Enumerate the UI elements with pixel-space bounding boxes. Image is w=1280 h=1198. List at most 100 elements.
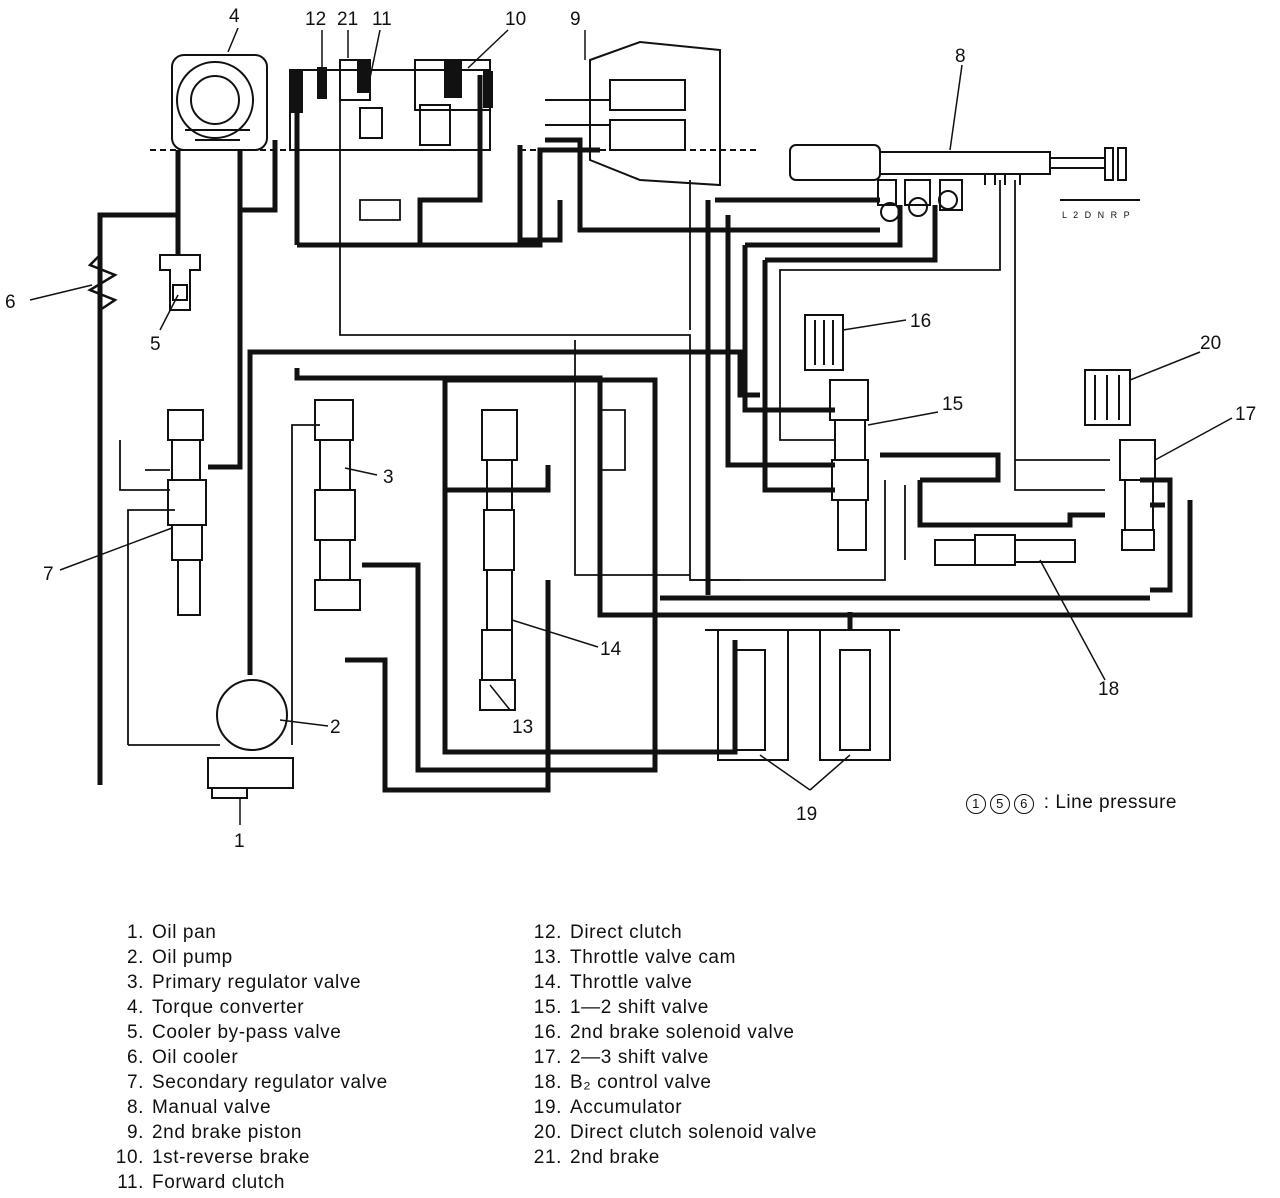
2nd-brake-solenoid-valve bbox=[804, 314, 844, 371]
legend-label: Primary regulator valve bbox=[152, 972, 362, 993]
legend-label: Oil cooler bbox=[152, 1047, 239, 1068]
legend-item: 19. Accumulator bbox=[524, 1095, 817, 1120]
clutch-pack bbox=[289, 59, 493, 151]
2-3-shift-valve bbox=[1119, 439, 1156, 551]
callout-15: 15 bbox=[942, 394, 963, 415]
legend-label: 2nd brake piston bbox=[152, 1122, 303, 1143]
callout-21: 21 bbox=[337, 9, 358, 30]
secondary-lines bbox=[119, 80, 1110, 746]
legend-number: 2. bbox=[126, 947, 144, 968]
legend-number: 17. bbox=[533, 1047, 562, 1068]
legend-item: 16. 2nd brake solenoid valve bbox=[524, 1020, 817, 1045]
legend-item: 12. Direct clutch bbox=[524, 920, 817, 945]
legend-number: 21. bbox=[533, 1147, 562, 1168]
legend-number: 15. bbox=[533, 997, 562, 1018]
callout-20: 20 bbox=[1200, 333, 1221, 354]
oil-pan bbox=[207, 757, 294, 799]
legend-item: 11.Forward clutch bbox=[106, 1170, 388, 1195]
legend-item: 13. Throttle valve cam bbox=[524, 945, 817, 970]
line-pressure-lines bbox=[97, 75, 1193, 793]
legend-number: 18. bbox=[533, 1072, 562, 1093]
legend-item: 21. 2nd brake bbox=[524, 1145, 817, 1170]
legend-label: 2nd brake bbox=[570, 1147, 660, 1168]
callout-16: 16 bbox=[910, 311, 931, 332]
legend-number: 5. bbox=[126, 1022, 144, 1043]
legend-number: 12. bbox=[533, 922, 562, 943]
legend-label: Secondary regulator valve bbox=[152, 1072, 388, 1093]
legend-number: 19. bbox=[533, 1097, 562, 1118]
legend-item: 20.Direct clutch solenoid valve bbox=[524, 1120, 817, 1145]
accumulators bbox=[705, 629, 900, 761]
oil-pump bbox=[216, 679, 288, 751]
legend-number: 14. bbox=[533, 972, 562, 993]
legend-number: 16. bbox=[533, 1022, 562, 1043]
callout-2: 2 bbox=[330, 717, 341, 738]
legend-item: 14. Throttle valve bbox=[524, 970, 817, 995]
callout-19: 19 bbox=[796, 804, 817, 825]
legend-label: Torque converter bbox=[152, 997, 305, 1018]
line-pressure-text: : Line pressure bbox=[1043, 792, 1177, 813]
torque-converter bbox=[150, 54, 300, 151]
b2-control-valve bbox=[934, 534, 1076, 566]
legend-label: Direct clutch solenoid valve bbox=[570, 1122, 818, 1143]
legend-right-column: 12. Direct clutch 13. Throttle valve cam 1… bbox=[524, 920, 817, 1170]
legend-label: Manual valve bbox=[152, 1097, 272, 1118]
legend-item: 4. Torque converter bbox=[106, 995, 388, 1020]
callout-17: 17 bbox=[1235, 404, 1256, 425]
legend-number: 9. bbox=[126, 1122, 144, 1143]
legend-item: 5. Cooler by-pass valve bbox=[106, 1020, 388, 1045]
circled-number: 6 bbox=[1014, 794, 1034, 814]
legend-label: B₂ control valve bbox=[570, 1072, 712, 1093]
legend-number: 7. bbox=[126, 1072, 144, 1093]
callout-numbers: 4 12 21 11 10 9 8 6 5 16 20 15 17 3 7 14… bbox=[5, 6, 1256, 852]
callout-3: 3 bbox=[383, 467, 394, 488]
callout-11: 11 bbox=[372, 9, 392, 30]
legend-label: 1—2 shift valve bbox=[570, 997, 709, 1018]
legend-number: 13. bbox=[533, 947, 562, 968]
callout-1: 1 bbox=[234, 831, 245, 852]
legend-label: 2—3 shift valve bbox=[570, 1047, 709, 1068]
2nd-brake-piston bbox=[520, 40, 760, 187]
legend-label: 1st-reverse brake bbox=[152, 1147, 311, 1168]
legend-item: 7. Secondary regulator valve bbox=[106, 1070, 388, 1095]
legend-label: Oil pan bbox=[152, 922, 217, 943]
legend-label: Throttle valve cam bbox=[570, 947, 737, 968]
callout-8: 8 bbox=[955, 46, 966, 67]
circled-number: 5 bbox=[990, 794, 1010, 814]
callout-14: 14 bbox=[600, 639, 622, 660]
legend-label: Accumulator bbox=[570, 1097, 683, 1118]
secondary-regulator-valve bbox=[167, 409, 207, 616]
legend-item: 17. 2—3 shift valve bbox=[524, 1045, 817, 1070]
legend-number: 1. bbox=[126, 922, 144, 943]
legend-number: 4. bbox=[126, 997, 144, 1018]
legend-left-column: 1. Oil pan 2. Oil pump 3. Primary regulator… bbox=[106, 920, 388, 1195]
legend-label: Direct clutch bbox=[570, 922, 683, 943]
1-2-shift-valve bbox=[829, 379, 869, 551]
legend-number: 10. bbox=[115, 1147, 144, 1168]
legend-item: 1. Oil pan bbox=[106, 920, 388, 945]
legend-number: 8. bbox=[126, 1097, 144, 1118]
hydraulic-circuit-diagram: L 2 D N R P bbox=[5, 6, 1256, 852]
callout-12: 12 bbox=[305, 9, 326, 30]
callout-4: 4 bbox=[229, 6, 240, 27]
callout-10: 10 bbox=[505, 9, 526, 30]
legend-item: 18. B₂ control valve bbox=[524, 1070, 817, 1095]
circled-number: 1 bbox=[966, 794, 986, 814]
callout-7: 7 bbox=[43, 564, 54, 585]
legend-label: Cooler by-pass valve bbox=[152, 1022, 342, 1043]
legend-number: 3. bbox=[126, 972, 144, 993]
legend-item: 9. 2nd brake piston bbox=[106, 1120, 388, 1145]
leader-lines bbox=[29, 27, 1233, 825]
legend-label: 2nd brake solenoid valve bbox=[570, 1022, 795, 1043]
callout-18: 18 bbox=[1098, 679, 1119, 700]
legend-label: Oil pump bbox=[152, 947, 233, 968]
direct-clutch-solenoid-valve bbox=[1084, 369, 1131, 426]
callout-5: 5 bbox=[150, 334, 161, 355]
legend-item: 10. 1st-reverse brake bbox=[106, 1145, 388, 1170]
legend-number: 11. bbox=[117, 1172, 144, 1193]
oil-cooler bbox=[87, 254, 118, 312]
legend-label: Throttle valve bbox=[570, 972, 693, 993]
legend-item: 3. Primary regulator valve bbox=[106, 970, 388, 995]
throttle-valve bbox=[479, 409, 518, 711]
